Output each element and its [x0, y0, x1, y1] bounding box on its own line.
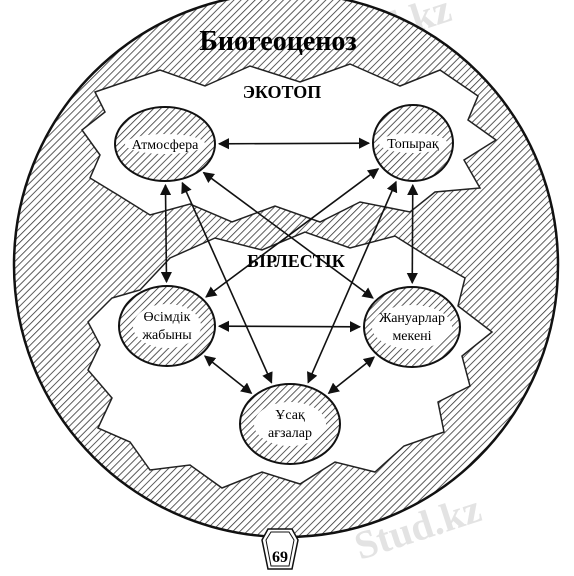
node-soil-label: Топырақ — [387, 137, 439, 152]
arrow-plants-animals — [217, 320, 362, 333]
node-plants-label-line2: жабыны — [141, 328, 192, 343]
node-plants-label-bg — [133, 304, 201, 348]
page-number-frame — [261, 528, 299, 570]
relationship-arrows — [159, 137, 419, 395]
arrow-soil-animals — [406, 183, 419, 285]
arrow-atmosphere-soil — [217, 137, 371, 150]
node-soil: Топырақ — [372, 104, 454, 182]
node-soil-label-bg — [379, 133, 447, 153]
node-atmosphere-label: Атмосфера — [132, 138, 199, 153]
node-microbes-label-line1: Ұсақ — [275, 408, 305, 423]
page-number: 69 — [272, 549, 288, 566]
arrow-soil-microbes — [307, 180, 398, 384]
arrow-animals-microbes — [327, 356, 376, 395]
node-atmosphere: Атмосфера — [114, 106, 216, 182]
page-number-frame-inner — [265, 531, 295, 567]
node-animals: Жануарлар мекені — [363, 286, 461, 368]
arrow-atmosphere-plants — [159, 183, 173, 284]
community-label: БІРЛЕСТІК — [247, 251, 345, 271]
node-animals-label-line1: Жануарлар — [379, 311, 445, 326]
node-animals-label-line2: мекені — [392, 329, 431, 344]
node-atmosphere-label-bg — [125, 134, 205, 154]
arrow-plants-microbes — [203, 355, 253, 394]
page-number-badge: 69 — [261, 528, 299, 570]
node-microbes: Ұсақ ағзалар — [239, 383, 341, 465]
component-nodes: Атмосфера Топырақ Өсімдік жабыны Жануарл… — [114, 104, 461, 465]
diagram-title: Биогеоценоз — [199, 26, 356, 57]
node-plants: Өсімдік жабыны — [118, 285, 216, 367]
node-animals-label-bg — [372, 305, 452, 349]
ecotop-label: ЭКОТОП — [243, 82, 322, 102]
node-microbes-label-line2: ағзалар — [268, 426, 312, 441]
node-microbes-label-bg — [254, 402, 326, 446]
node-plants-label-line1: Өсімдік — [144, 310, 191, 325]
